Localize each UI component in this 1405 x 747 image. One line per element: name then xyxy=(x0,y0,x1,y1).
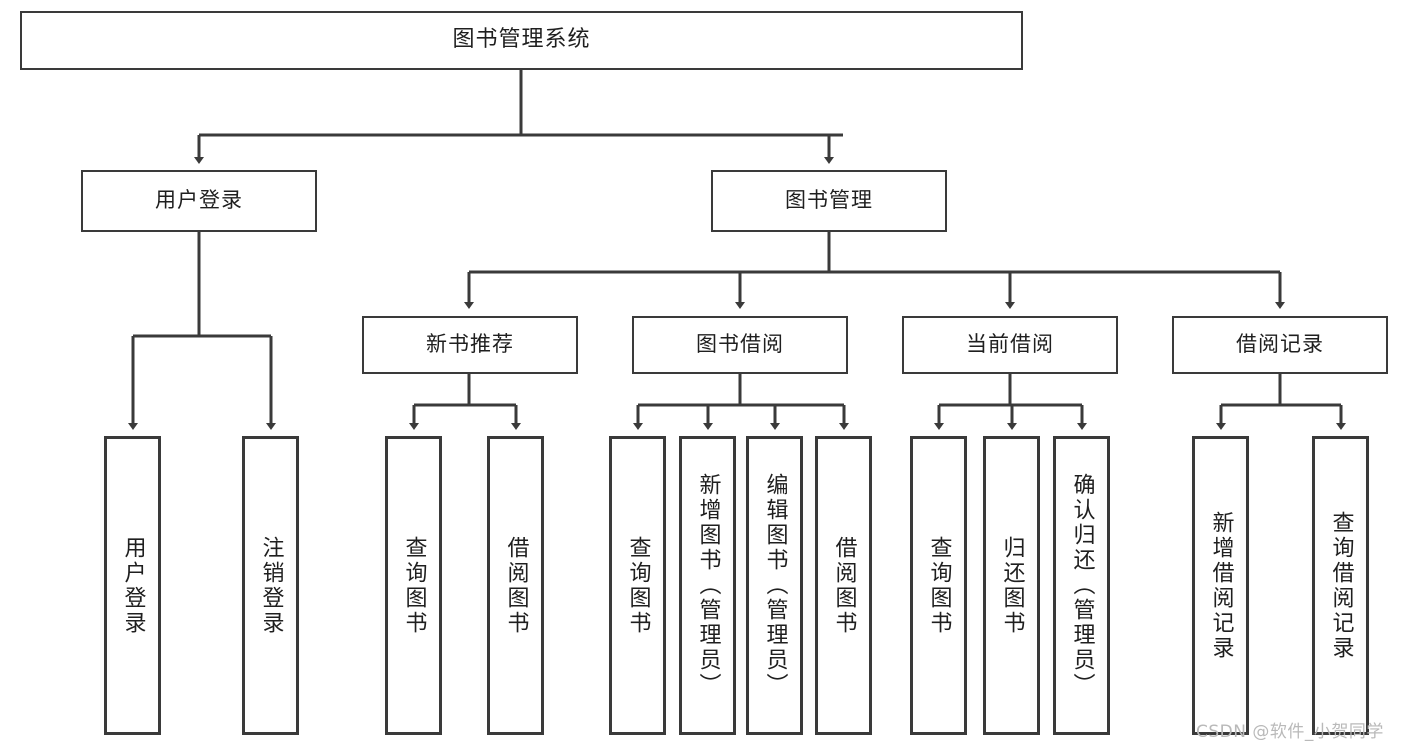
node-leaf-logout-label: 注销登录 xyxy=(258,535,284,636)
node-leaf-add-book-label: 新增图书（管理员） xyxy=(695,473,721,698)
node-leaf-logout[interactable]: 注销登录 xyxy=(242,436,299,735)
node-root[interactable]: 图书管理系统 xyxy=(20,11,1023,70)
node-leaf-query-record-label: 查询借阅记录 xyxy=(1328,510,1354,661)
node-leaf-query-book-3-label: 查询图书 xyxy=(926,535,952,636)
node-leaf-edit-book[interactable]: 编辑图书（管理员） xyxy=(746,436,803,735)
node-borrow-record[interactable]: 借阅记录 xyxy=(1172,316,1388,374)
node-leaf-query-record[interactable]: 查询借阅记录 xyxy=(1312,436,1369,735)
node-leaf-borrow-book-2-label: 借阅图书 xyxy=(831,535,857,636)
node-current-borrow[interactable]: 当前借阅 xyxy=(902,316,1118,374)
node-leaf-query-book-1-label: 查询图书 xyxy=(401,535,427,636)
node-leaf-add-record[interactable]: 新增借阅记录 xyxy=(1192,436,1249,735)
node-leaf-user-login-label: 用户登录 xyxy=(120,535,146,636)
node-user-login-label: 用户登录 xyxy=(155,188,243,213)
node-leaf-query-book-2[interactable]: 查询图书 xyxy=(609,436,666,735)
node-leaf-return-book[interactable]: 归还图书 xyxy=(983,436,1040,735)
node-leaf-confirm-return-label: 确认归还（管理员） xyxy=(1069,473,1095,698)
node-leaf-add-book[interactable]: 新增图书（管理员） xyxy=(679,436,736,735)
node-current-borrow-label: 当前借阅 xyxy=(966,332,1054,357)
watermark: CSDN @软件_小贺同学 xyxy=(1196,722,1384,742)
node-leaf-add-record-label: 新增借阅记录 xyxy=(1208,510,1234,661)
node-leaf-borrow-book-2[interactable]: 借阅图书 xyxy=(815,436,872,735)
node-leaf-confirm-return[interactable]: 确认归还（管理员） xyxy=(1053,436,1110,735)
node-leaf-edit-book-label: 编辑图书（管理员） xyxy=(762,473,788,698)
node-leaf-user-login[interactable]: 用户登录 xyxy=(104,436,161,735)
node-book-manage-label: 图书管理 xyxy=(785,188,873,213)
node-book-borrow[interactable]: 图书借阅 xyxy=(632,316,848,374)
node-leaf-borrow-book-1-label: 借阅图书 xyxy=(503,535,529,636)
node-leaf-borrow-book-1[interactable]: 借阅图书 xyxy=(487,436,544,735)
node-borrow-record-label: 借阅记录 xyxy=(1236,332,1324,357)
node-book-borrow-label: 图书借阅 xyxy=(696,332,784,357)
node-root-label: 图书管理系统 xyxy=(452,27,591,53)
node-book-manage[interactable]: 图书管理 xyxy=(711,170,947,232)
node-leaf-query-book-1[interactable]: 查询图书 xyxy=(385,436,442,735)
node-leaf-query-book-3[interactable]: 查询图书 xyxy=(910,436,967,735)
node-leaf-query-book-2-label: 查询图书 xyxy=(625,535,651,636)
node-user-login[interactable]: 用户登录 xyxy=(81,170,317,232)
node-new-book-rec-label: 新书推荐 xyxy=(426,332,514,357)
node-new-book-rec[interactable]: 新书推荐 xyxy=(362,316,578,374)
node-leaf-return-book-label: 归还图书 xyxy=(999,535,1025,636)
